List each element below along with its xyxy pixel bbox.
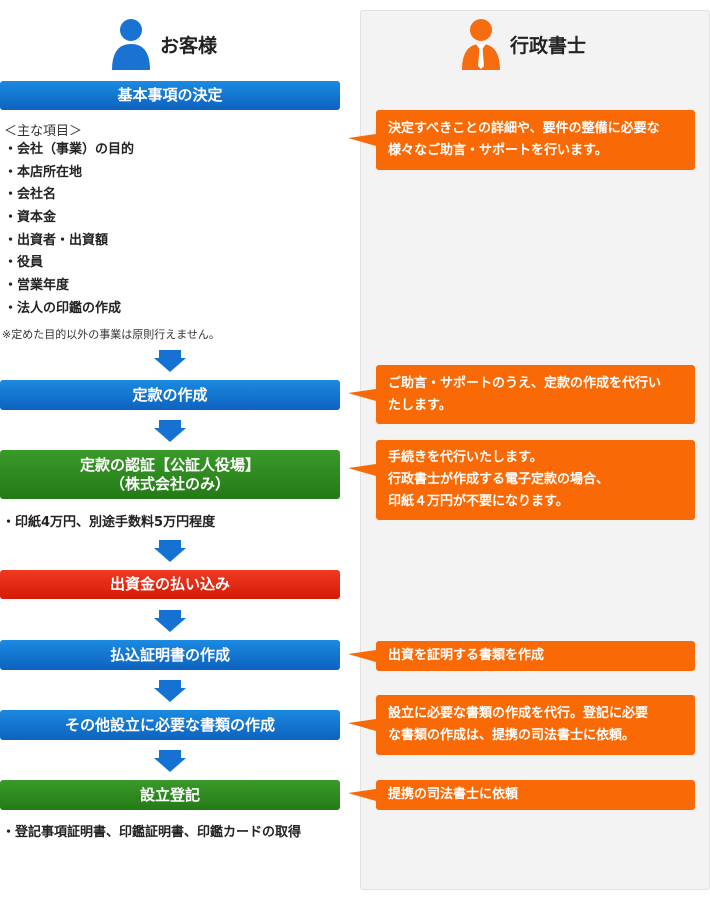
bubble-line: な書類の作成は、提携の司法書士に依頼。: [388, 728, 636, 743]
list-item: 会社名: [4, 184, 134, 207]
bubble-line: 様々なご助言・サポートを行います。: [388, 143, 608, 158]
down-arrow-icon: [154, 350, 186, 372]
bubble-line: 出資を証明する書類を作成: [388, 648, 545, 663]
down-arrow-icon: [154, 680, 186, 702]
step-basic-matters: 基本事項の決定: [0, 81, 340, 110]
step-articles-certification: 定款の認証【公証人役場】 （株式会社のみ）: [0, 450, 340, 499]
support-bubble-certification: 手続きを代行いたします。 行政書士が作成する電子定款の場合、 印紙４万円が不要に…: [348, 440, 695, 520]
support-bubble-articles: ご助言・サポートのうえ、定款の作成を代行い たします。: [348, 365, 695, 424]
bubble-line: 手続きを代行いたします。: [388, 450, 543, 465]
step-label: 定款の作成: [132, 385, 208, 404]
list-item: 役員: [4, 252, 134, 275]
person-tie-icon: [462, 19, 500, 70]
list-item: 本店所在地: [4, 162, 134, 185]
step-label: 払込証明書の作成: [109, 645, 230, 664]
customer-title: お客様: [160, 34, 218, 57]
certification-note: ・印紙4万円、別途手数料5万円程度: [2, 515, 216, 530]
person-icon: [112, 19, 150, 70]
scrivener-title: 行政書士: [510, 34, 587, 57]
step-label: 設立登記: [139, 785, 200, 804]
down-arrow-icon: [154, 420, 186, 442]
step-other-documents: その他設立に必要な書類の作成: [0, 710, 340, 740]
bubble-line: 設立に必要な書類の作成を代行。登記に必要: [388, 706, 649, 721]
bubble-line: 提携の司法書士に依頼: [388, 787, 519, 802]
list-item: 法人の印鑑の作成: [4, 298, 134, 321]
registration-note: ・登記事項証明書、印鑑証明書、印鑑カードの取得: [2, 825, 302, 840]
items-heading: ＜主な項目＞: [4, 124, 83, 139]
down-arrow-icon: [154, 540, 186, 562]
step-label: 出資金の払い込み: [109, 575, 230, 594]
support-bubble-basic: 決定すべきことの詳細や、要件の整備に必要な 様々なご助言・サポートを行います。: [348, 110, 695, 170]
list-item: 資本金: [4, 207, 134, 230]
items-note: ※定めた目的以外の事業は原則行えません。: [2, 328, 220, 341]
items-list: 会社（事業）の目的 本店所在地 会社名 資本金 出資者・出資額 役員 営業年度 …: [4, 139, 134, 321]
items-block: ＜主な項目＞ 会社（事業）の目的 本店所在地 会社名 資本金 出資者・出資額 役…: [4, 120, 134, 321]
list-item: 会社（事業）の目的: [4, 139, 134, 162]
support-bubble-registration: 提携の司法書士に依頼: [348, 780, 695, 810]
step-capital-payment: 出資金の払い込み: [0, 570, 340, 599]
step-payment-certificate: 払込証明書の作成: [0, 640, 340, 670]
support-bubble-other-documents: 設立に必要な書類の作成を代行。登記に必要 な書類の作成は、提携の司法書士に依頼。: [348, 695, 695, 755]
bubble-line: 行政書士が作成する電子定款の場合、: [388, 472, 610, 487]
bubble-line: 決定すべきことの詳細や、要件の整備に必要な: [388, 121, 660, 136]
bubble-line: 印紙４万円が不要になります。: [388, 494, 569, 509]
step-articles-creation: 定款の作成: [0, 380, 340, 410]
step-label: 定款の認証【公証人役場】: [79, 455, 260, 474]
down-arrow-icon: [154, 610, 186, 632]
scrivener-header: 行政書士: [460, 18, 586, 70]
step-sublabel: （株式会社のみ）: [109, 474, 230, 493]
list-item: 出資者・出資額: [4, 230, 134, 253]
bubble-line: たします。: [388, 397, 452, 413]
down-arrow-icon: [154, 750, 186, 772]
bubble-line: ご助言・サポートのうえ、定款の作成を代行い: [388, 375, 662, 391]
list-item: 営業年度: [4, 275, 134, 298]
step-label: その他設立に必要な書類の作成: [64, 715, 275, 734]
step-label: 基本事項の決定: [117, 86, 223, 105]
step-registration: 設立登記: [0, 780, 340, 810]
support-bubble-payment-certificate: 出資を証明する書類を作成: [348, 641, 695, 671]
customer-header: お客様: [110, 18, 217, 70]
